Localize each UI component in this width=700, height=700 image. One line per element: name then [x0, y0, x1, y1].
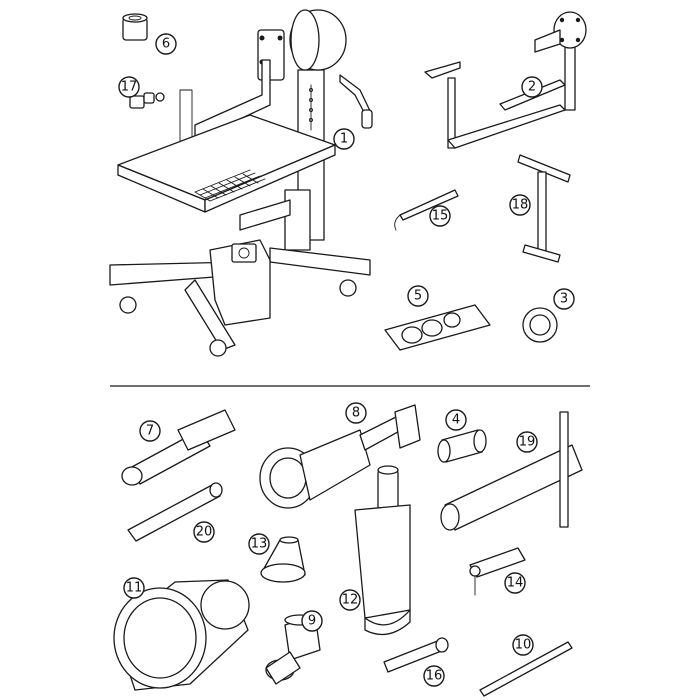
svg-text:15: 15 — [432, 209, 449, 224]
part-19-long-handle — [440, 411, 583, 531]
svg-text:18: 18 — [512, 198, 529, 213]
svg-text:8: 8 — [352, 406, 360, 421]
svg-text:6: 6 — [162, 37, 170, 52]
part-5-sleeve-set — [384, 304, 491, 351]
svg-text:20: 20 — [196, 525, 213, 540]
part-6-sleeve — [122, 13, 148, 41]
part-4-bushing — [437, 429, 487, 463]
callout-10: 10 — [512, 634, 534, 656]
part-14-clamp — [469, 547, 526, 596]
svg-text:17: 17 — [121, 80, 138, 95]
svg-text:9: 9 — [308, 614, 316, 629]
part-8-extractor — [259, 404, 421, 509]
svg-text:12: 12 — [342, 593, 359, 608]
svg-text:11: 11 — [126, 581, 143, 596]
callout-13: 13 — [248, 533, 270, 555]
callout-5: 5 — [407, 285, 429, 307]
callout-17: 17 — [118, 76, 140, 98]
part-15-hook-tool — [394, 189, 459, 231]
callout-8: 8 — [345, 402, 367, 424]
svg-text:13: 13 — [251, 537, 268, 552]
part-16-small-drift — [383, 637, 449, 673]
svg-text:1: 1 — [340, 132, 348, 147]
callout-4: 4 — [445, 409, 467, 431]
part-13-cone — [260, 536, 306, 583]
part-17-adapter — [129, 92, 165, 109]
svg-text:10: 10 — [515, 638, 532, 653]
callout-15: 15 — [429, 205, 451, 227]
callout-3: 3 — [553, 288, 575, 310]
callout-11: 11 — [123, 577, 145, 599]
svg-text:2: 2 — [528, 80, 536, 95]
part-2-support-frame — [424, 11, 587, 149]
callout-9: 9 — [301, 610, 323, 632]
callout-12: 12 — [339, 589, 361, 611]
callout-6: 6 — [155, 33, 177, 55]
svg-text:19: 19 — [519, 435, 536, 450]
svg-text:4: 4 — [452, 413, 460, 428]
svg-text:5: 5 — [414, 289, 422, 304]
svg-text:7: 7 — [146, 424, 154, 439]
callout-19: 19 — [516, 431, 538, 453]
part-18-t-handle — [517, 154, 571, 263]
callout-7: 7 — [139, 420, 161, 442]
part-11-large-sleeve — [113, 579, 250, 691]
part-3-ring-spanner — [522, 307, 558, 343]
callout-16: 16 — [423, 665, 445, 687]
callout-18: 18 — [509, 194, 531, 216]
part-20-drift — [127, 482, 223, 542]
part-12-press-block — [354, 465, 411, 636]
callout-1: 1 — [333, 128, 355, 150]
svg-text:16: 16 — [426, 669, 443, 684]
callout-14: 14 — [504, 572, 526, 594]
svg-text:3: 3 — [560, 292, 568, 307]
tray-grid — [194, 169, 266, 202]
callout-20: 20 — [193, 521, 215, 543]
callout-2: 2 — [521, 76, 543, 98]
part-7-puller — [121, 409, 236, 486]
part-10-pin — [479, 641, 573, 697]
part-1-work-stand — [109, 9, 373, 357]
svg-text:14: 14 — [507, 576, 524, 591]
